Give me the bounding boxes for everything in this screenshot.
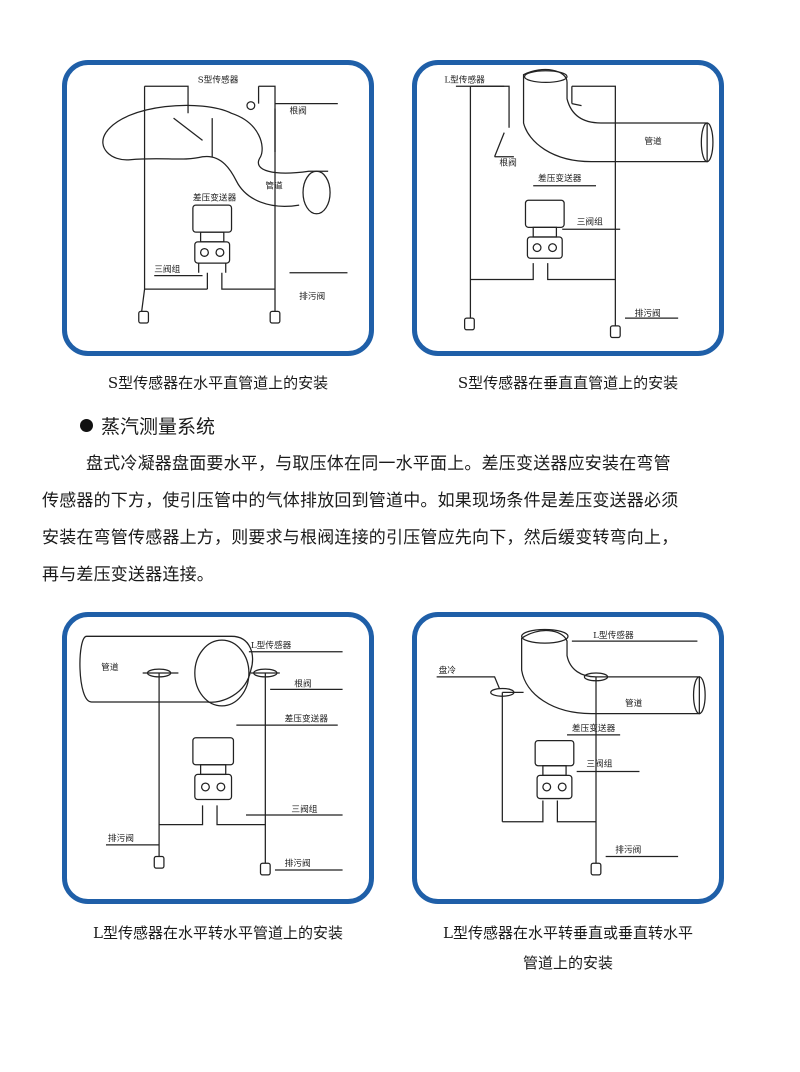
section-title: 蒸汽测量系统 <box>80 412 215 439</box>
diagram-s-sensor-vertical: L型传感器 根阀 管道 差压变送器 三阀组 排污阀 <box>444 68 714 339</box>
diagram-panel-s-sensor-horizontal: S型传感器 根阀 管道 差压变送器 三阀组 排污阀 <box>62 60 374 356</box>
label-manifold: 三阀组 <box>291 803 317 815</box>
label-root-valve: 根阀 <box>294 678 311 690</box>
label-drain: 排污阀 <box>615 844 641 856</box>
label-drain-left: 排污阀 <box>108 832 134 844</box>
diagram-l-sensor-horizontal: L型传感器 管道 根阀 差压变送器 三阀组 排污阀 排污阀 <box>79 635 343 876</box>
label-manifold: 三阀组 <box>577 215 603 227</box>
caption-panel-4-line2: 管道上的安装 <box>522 954 613 972</box>
section-paragraph: 盘式冷凝器盘面要水平，与取压体在同一水平面上。差压变送器应安装在弯管 传感器的下… <box>42 446 762 594</box>
diagram-s-sensor-horizontal: S型传感器 根阀 管道 差压变送器 三阀组 排污阀 <box>102 73 348 324</box>
label-manifold: 三阀组 <box>154 263 180 275</box>
label-transmitter: 差压变送器 <box>193 191 237 203</box>
label-root-valve: 根阀 <box>499 156 516 168</box>
diagram-panel-l-sensor-horizontal: L型传感器 管道 根阀 差压变送器 三阀组 排污阀 排污阀 <box>62 612 374 904</box>
label-sensor: S型传感器 <box>198 73 239 85</box>
label-condenser: 盘冷 <box>439 664 457 676</box>
paragraph-line: 再与差压变送器连接。 <box>42 565 214 585</box>
label-sensor: L型传感器 <box>593 629 634 641</box>
label-pipe: 管道 <box>265 180 283 192</box>
label-transmitter: 差压变送器 <box>285 712 329 724</box>
label-pipe: 管道 <box>101 661 119 673</box>
paragraph-line: 传感器的下方，使引压管中的气体排放回到管道中。如果现场条件是差压变送器必须 <box>42 491 679 511</box>
label-transmitter: 差压变送器 <box>538 172 582 184</box>
section-title-text: 蒸汽测量系统 <box>101 416 216 438</box>
caption-panel-4-line1: L型传感器在水平转垂直或垂直转水平 <box>443 924 693 942</box>
diagram-panel-s-sensor-vertical: L型传感器 根阀 管道 差压变送器 三阀组 排污阀 <box>412 60 724 356</box>
bullet-dot <box>80 419 93 432</box>
label-manifold: 三阀组 <box>586 758 612 770</box>
caption-panel-2: S型传感器在垂直直管道上的安装 <box>457 374 679 392</box>
label-pipe: 管道 <box>625 697 643 709</box>
label-drain: 排污阀 <box>299 290 325 302</box>
label-drain-right: 排污阀 <box>285 857 311 869</box>
caption-panel-3: L型传感器在水平转水平管道上的安装 <box>93 924 343 942</box>
diagram-panel-l-sensor-elbow: L型传感器 盘冷 管道 差压变送器 三阀组 排污阀 <box>412 612 724 904</box>
label-pipe: 管道 <box>644 135 662 147</box>
paragraph-line: 盘式冷凝器盘面要水平，与取压体在同一水平面上。差压变送器应安装在弯管 <box>86 454 671 474</box>
caption-panel-1: S型传感器在水平直管道上的安装 <box>107 374 329 392</box>
paragraph-line: 安装在弯管传感器上方，则要求与根阀连接的引压管应先向下，然后缓变转弯向上， <box>42 528 679 548</box>
label-sensor: L型传感器 <box>444 73 485 85</box>
label-root-valve: 根阀 <box>290 104 307 116</box>
label-transmitter: 差压变送器 <box>572 722 616 734</box>
diagram-l-sensor-elbow: L型传感器 盘冷 管道 差压变送器 三阀组 排污阀 <box>436 628 706 876</box>
label-drain: 排污阀 <box>635 307 661 319</box>
label-sensor: L型传感器 <box>251 639 292 651</box>
